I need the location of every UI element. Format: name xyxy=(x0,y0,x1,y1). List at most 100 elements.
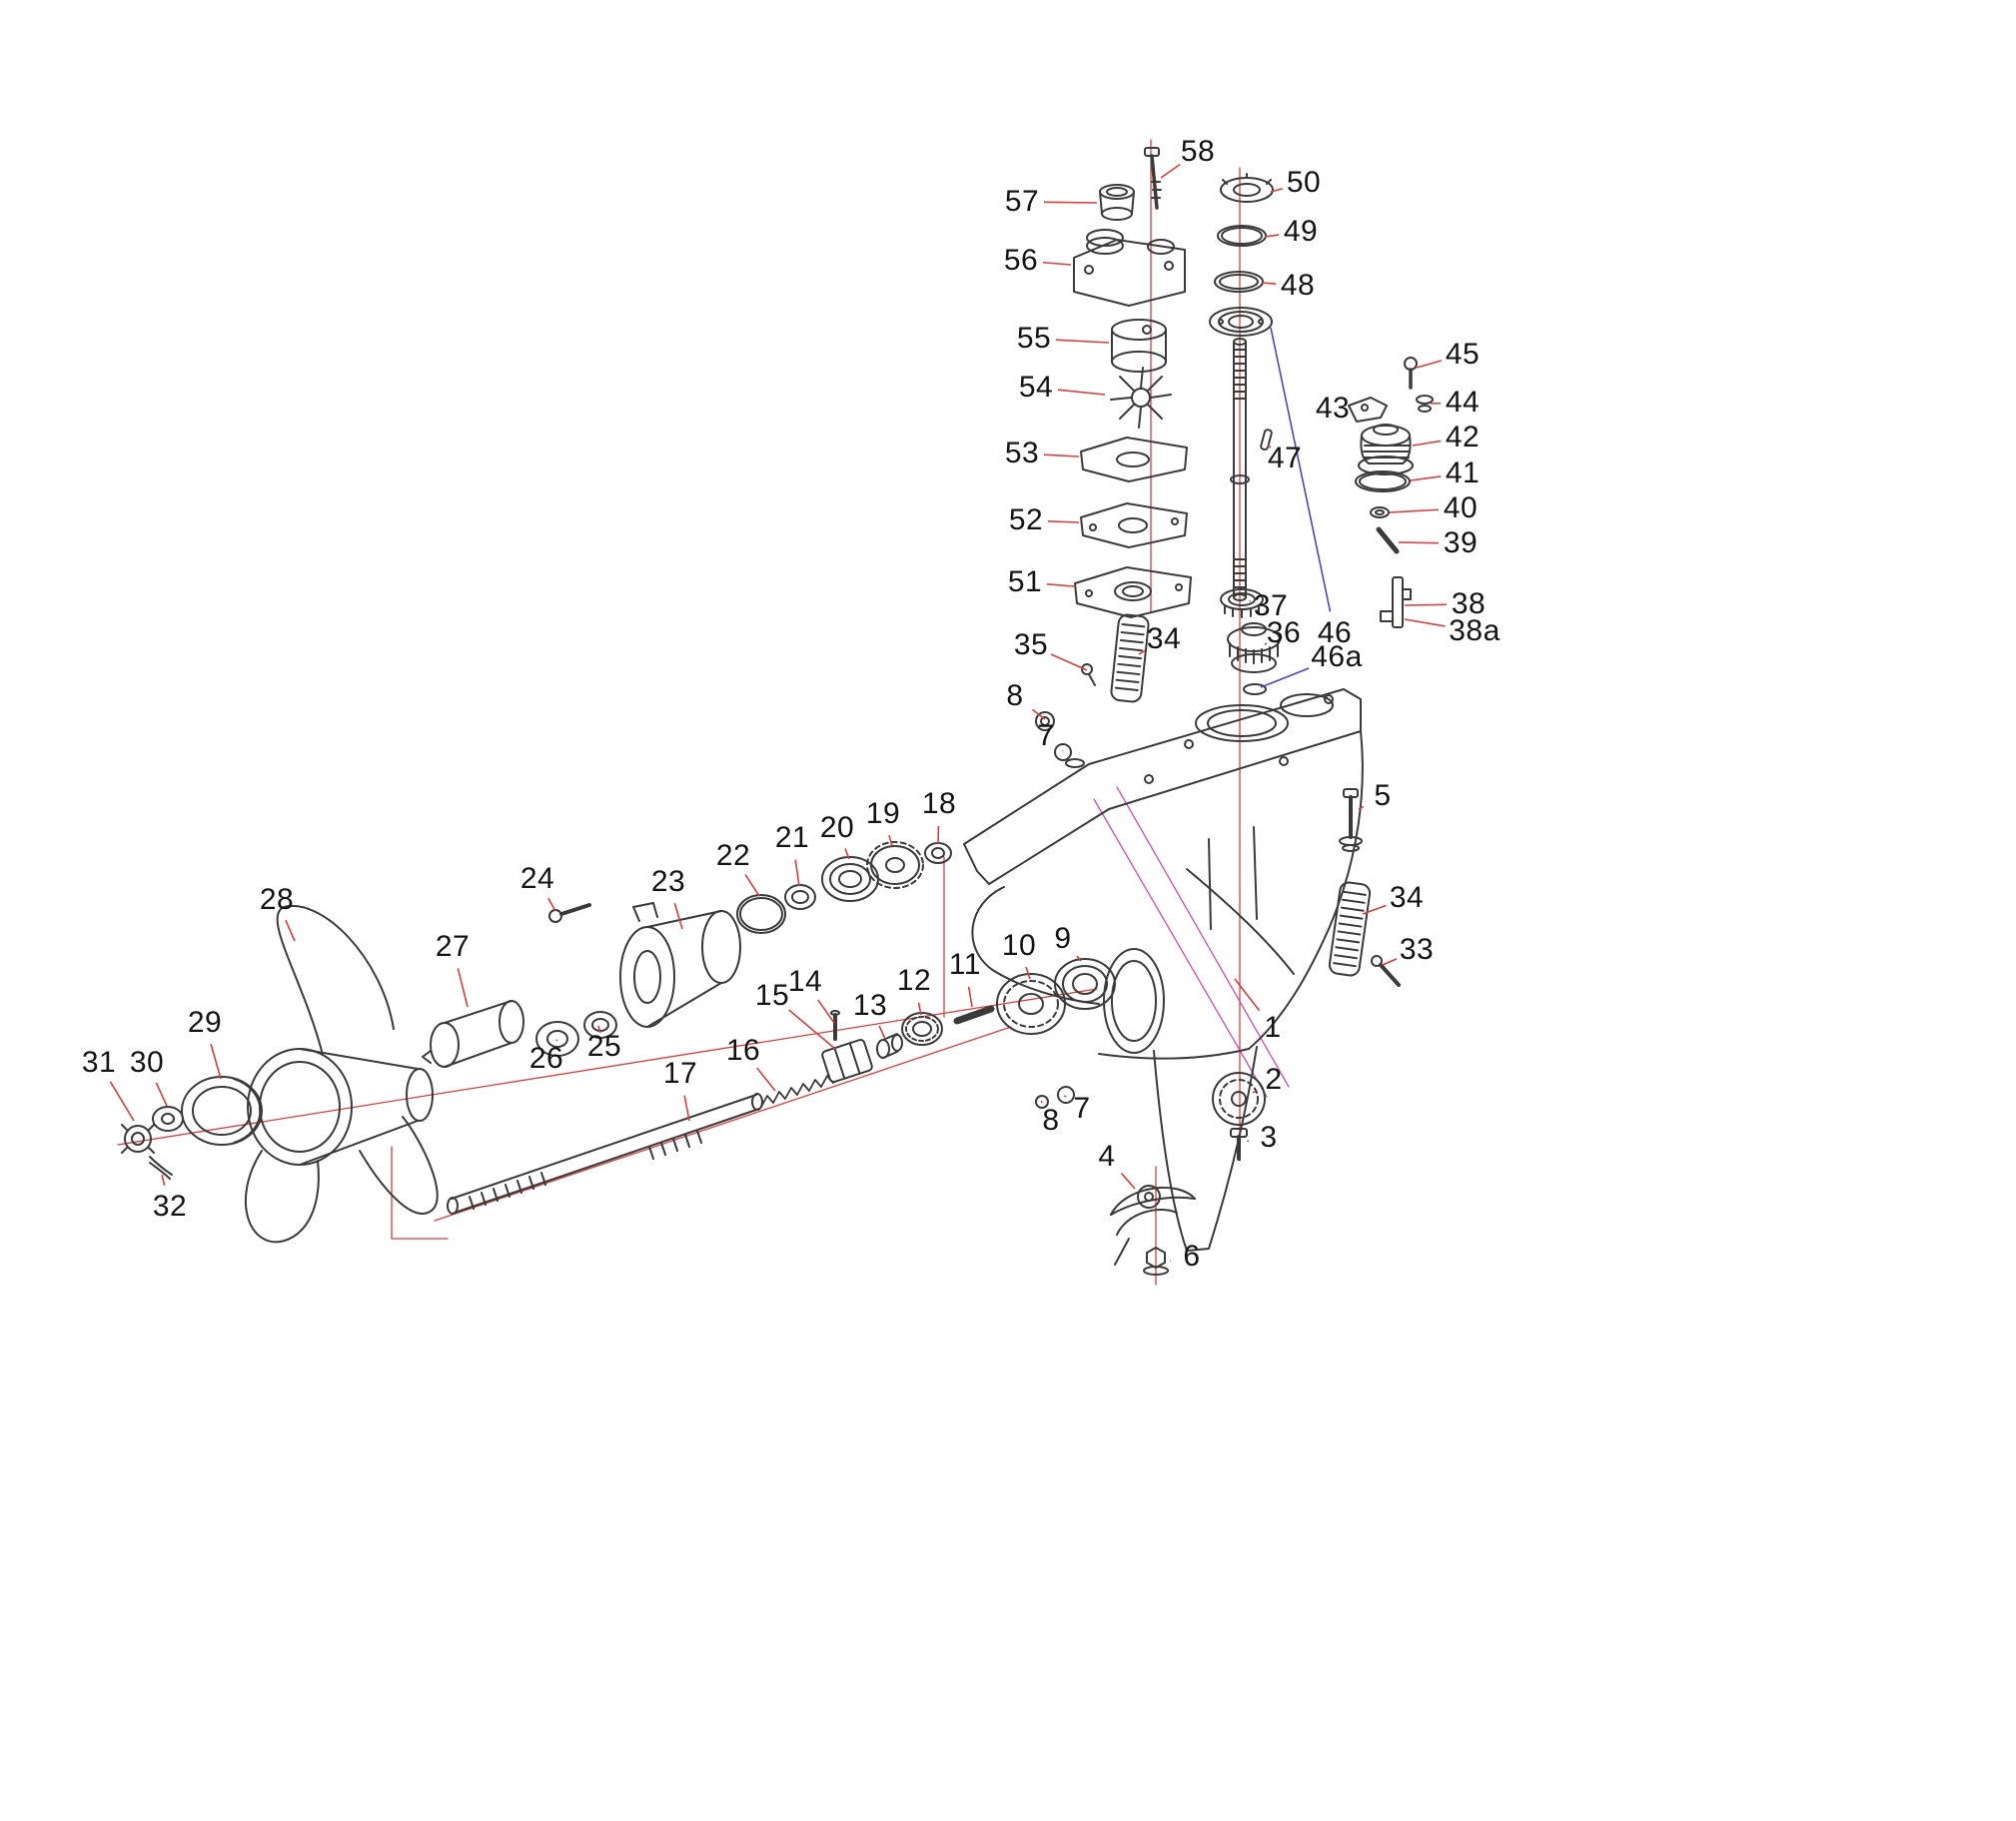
bolt-5 xyxy=(1339,788,1363,852)
callout-56-4: 56 xyxy=(1003,244,1039,277)
propeller xyxy=(245,904,439,1244)
callout-2-56: 2 xyxy=(1265,1063,1283,1096)
screw-33 xyxy=(1371,955,1401,987)
callout-50-2: 50 xyxy=(1286,166,1322,199)
cross-pin-14 xyxy=(830,1010,840,1041)
leader-line-5-29 xyxy=(1358,805,1365,810)
callout-46a-24: 46a xyxy=(1311,640,1363,673)
washers-44 xyxy=(1416,395,1434,413)
screw-35 xyxy=(1081,663,1096,686)
callout-38-19: 38 xyxy=(1451,587,1487,620)
cotter-pin-32 xyxy=(149,1156,173,1180)
thrust-hub-29 xyxy=(181,1076,263,1146)
leader-line-55-6 xyxy=(1055,339,1110,344)
callout-54-7: 54 xyxy=(1018,371,1054,404)
leader-line-42-11 xyxy=(1412,440,1442,447)
washer-26 xyxy=(535,1021,579,1057)
leader-line-41-14 xyxy=(1410,475,1442,481)
leader-line-2-56 xyxy=(1252,1090,1256,1094)
callout-24-35: 24 xyxy=(519,862,555,895)
impeller xyxy=(1110,367,1172,429)
ring-48 xyxy=(1214,271,1264,293)
leader-line-11-43 xyxy=(967,986,973,1008)
callout-47-13: 47 xyxy=(1267,442,1303,474)
callout-21-33: 21 xyxy=(774,821,810,854)
callout-5-29: 5 xyxy=(1374,779,1392,812)
leader-line-58-0 xyxy=(1160,163,1181,179)
callout-22-34: 22 xyxy=(715,839,751,872)
gear-2 xyxy=(1212,1072,1266,1126)
leader-line-25-51 xyxy=(597,1025,601,1034)
callout-45-8: 45 xyxy=(1445,338,1481,371)
callout-38a-20: 38a xyxy=(1449,614,1501,647)
leader-line-1-48 xyxy=(1234,978,1261,1012)
callout-25-51: 25 xyxy=(586,1030,622,1063)
callout-46-23: 46 xyxy=(1317,616,1353,649)
leader-line-52-15 xyxy=(1047,520,1080,523)
callout-51-18: 51 xyxy=(1007,565,1043,598)
leader-line-23-36 xyxy=(673,902,683,930)
forward-gear-10 xyxy=(996,973,1066,1035)
spacer-13 xyxy=(876,1033,903,1059)
gear-ring-12 xyxy=(901,1012,943,1046)
drive-sleeve-27 xyxy=(422,1000,524,1068)
leader-line-38-19 xyxy=(1404,603,1448,606)
nut-6 xyxy=(1143,1247,1169,1276)
leader-line-21-33 xyxy=(794,859,800,887)
pump-plate xyxy=(1080,502,1188,548)
bearing-21 xyxy=(784,884,816,910)
leader-line-45-8 xyxy=(1416,360,1443,369)
callout-10-42: 10 xyxy=(1001,929,1037,962)
o-ring-41 xyxy=(1355,470,1411,492)
callout-18-30: 18 xyxy=(921,787,957,820)
leader-line-54-7 xyxy=(1057,389,1106,396)
callout-42-11: 42 xyxy=(1445,421,1481,454)
callout-19-31: 19 xyxy=(865,797,901,830)
callout-34-26: 34 xyxy=(1146,622,1182,655)
prop-nut-31 xyxy=(121,1124,155,1154)
pump-cup xyxy=(1099,184,1135,221)
water-pickup-4 xyxy=(1110,1185,1196,1266)
water-intake-screen-right xyxy=(1328,881,1372,977)
plug-7-upper xyxy=(1054,743,1085,768)
bearing-carrier-23 xyxy=(619,902,741,1028)
callout-13-47: 13 xyxy=(852,989,888,1022)
leader-line-26-50 xyxy=(555,1039,558,1042)
water-intake-screen-left xyxy=(1110,613,1150,703)
callout-58-0: 58 xyxy=(1180,135,1216,168)
bearing-9 xyxy=(1054,958,1116,1010)
ring-49 xyxy=(1217,225,1267,247)
leader-line-24-35 xyxy=(547,897,556,912)
callout-41-14: 41 xyxy=(1445,456,1481,489)
callout-55-6: 55 xyxy=(1016,322,1052,355)
callout-30-53: 30 xyxy=(129,1046,165,1079)
callout-35-25: 35 xyxy=(1013,628,1049,661)
leader-line-4-61 xyxy=(1120,1173,1136,1190)
leader-line-20-32 xyxy=(844,848,850,860)
leader-line-39-17 xyxy=(1398,541,1440,544)
leader-line-51-18 xyxy=(1046,582,1075,587)
leader-line-10-42 xyxy=(1025,966,1031,980)
callout-53-12: 53 xyxy=(1004,437,1040,469)
bearing-20 xyxy=(821,856,879,902)
callout-23-36: 23 xyxy=(650,865,686,898)
plug-8-upper xyxy=(1035,711,1055,731)
needle-bearing-37 xyxy=(1220,588,1264,618)
callout-4-61: 4 xyxy=(1098,1140,1116,1173)
callout-29-49: 29 xyxy=(187,1006,223,1039)
callout-26-50: 26 xyxy=(528,1042,564,1075)
spring-16 xyxy=(760,1075,834,1108)
callout-28-37: 28 xyxy=(259,883,295,916)
callout-7-28: 7 xyxy=(1037,719,1055,752)
plug-7-lower xyxy=(1057,1086,1075,1104)
callout-17-55: 17 xyxy=(662,1057,698,1090)
callout-12-46: 12 xyxy=(896,964,932,997)
gearcase-housing xyxy=(963,688,1364,1252)
callout-31-54: 31 xyxy=(81,1046,117,1079)
leader-line-12-46 xyxy=(917,1002,922,1016)
leader-line-56-4 xyxy=(1042,261,1072,266)
clutch-dog-15 xyxy=(821,1039,873,1083)
leader-line-49-3 xyxy=(1264,234,1280,238)
leader-line-57-1 xyxy=(1043,201,1098,204)
